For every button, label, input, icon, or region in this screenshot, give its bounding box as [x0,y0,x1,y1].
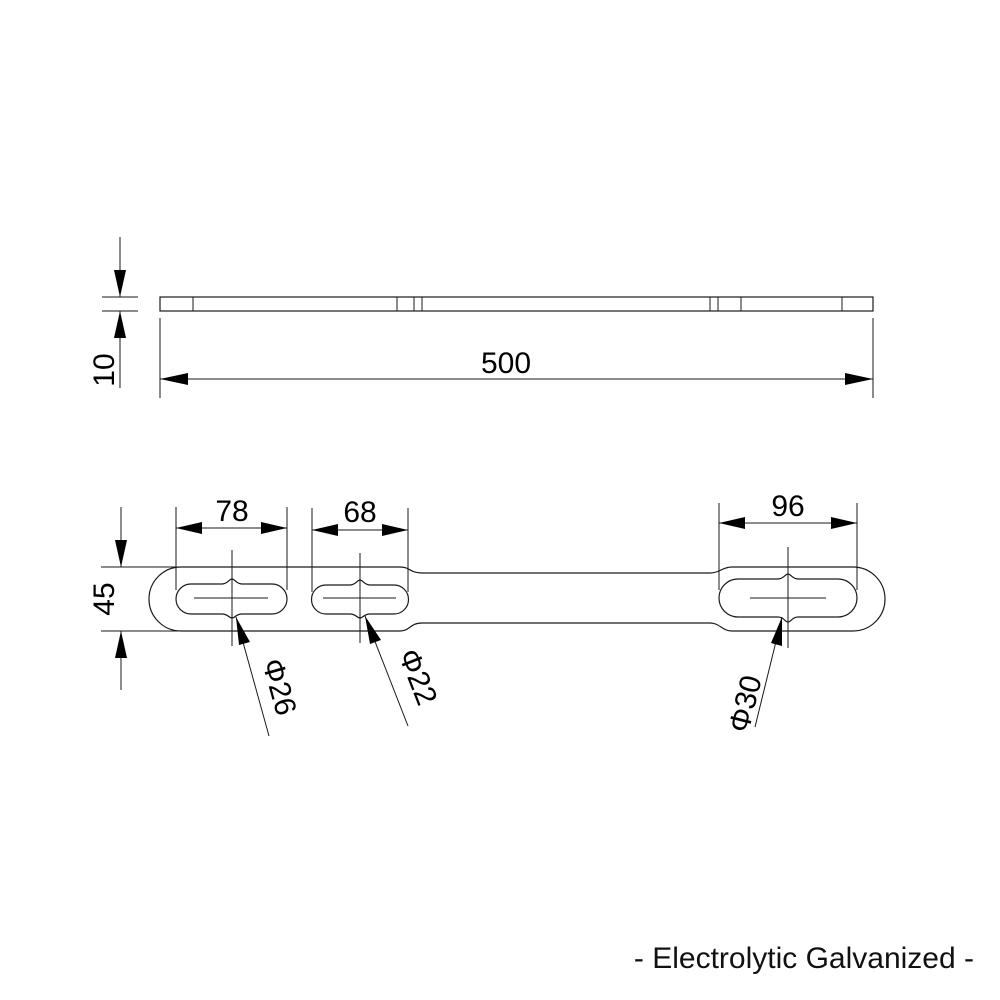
slot-2-length-dimension: 68 [311,496,409,592]
slot-2-diameter-leader: Φ22 [364,615,443,727]
side-view-plate [159,296,874,312]
slot-3-length-dimension: 96 [718,490,858,590]
slot-2-length-label: 68 [343,496,376,529]
slot-3-length-label: 96 [771,490,804,523]
slot-1-length-dimension: 78 [175,495,288,590]
thickness-label: 10 [88,353,121,386]
slot-1-diameter-label: Φ26 [255,655,302,719]
slot-1 [175,550,288,646]
width-dimension: 45 [88,507,181,690]
plate-outline [148,566,886,632]
slot-1-length-label: 78 [215,495,248,528]
slot-3-diameter-label: Φ30 [723,672,769,736]
finish-note: - Electrolytic Galvanized - [633,942,974,975]
slot-2 [310,553,410,643]
thickness-dimension: 10 [88,237,138,388]
slot-3-diameter-leader: Φ30 [723,616,783,736]
width-label: 45 [88,582,121,615]
slot-1-diameter-leader: Φ26 [235,616,302,737]
length-label: 500 [481,347,531,380]
length-dimension: 500 [159,318,874,398]
slot-3 [718,547,858,648]
slot-2-diameter-label: Φ22 [391,644,443,709]
